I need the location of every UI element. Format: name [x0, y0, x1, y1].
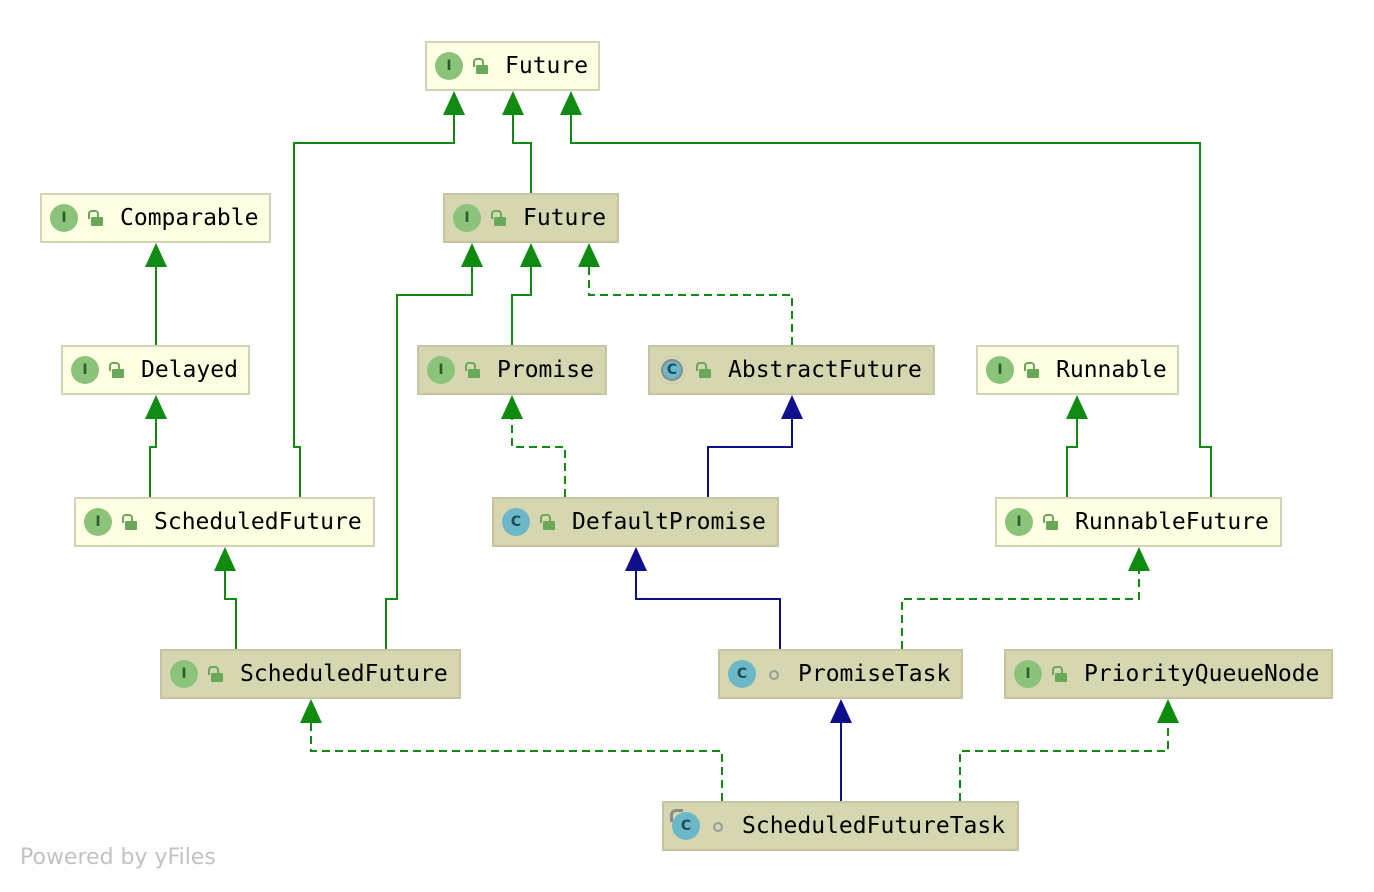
scheduled-future-task-node[interactable]: C ScheduledFutureTask [662, 801, 1019, 851]
interface-icon: I [170, 660, 198, 688]
interface-icon: I [50, 204, 78, 232]
future-jdk-node[interactable]: I Future [425, 41, 600, 91]
arrowhead [1066, 395, 1088, 419]
public-lock-icon [471, 56, 491, 76]
interface-icon: I [1014, 660, 1042, 688]
arrowhead [1157, 699, 1179, 723]
arrowhead [1128, 547, 1150, 571]
edge-promise-to-future_netty [511, 265, 532, 345]
arrowhead [520, 243, 542, 267]
final-class-icon: C [670, 809, 700, 840]
node-label: Comparable [120, 205, 259, 231]
promise-task-node[interactable]: C PromiseTask [718, 649, 963, 699]
class-icon: C [502, 508, 530, 536]
arrowhead [781, 395, 803, 419]
node-label: AbstractFuture [728, 357, 922, 383]
public-lock-icon [694, 360, 714, 380]
interface-icon: I [84, 508, 112, 536]
public-lock-icon [86, 208, 106, 228]
node-label: Delayed [141, 357, 238, 383]
public-lock-icon [120, 512, 140, 532]
edge-scheduled_future_jdk-to-delayed [149, 417, 157, 497]
scheduled-future-jdk-node[interactable]: I ScheduledFuture [74, 497, 375, 547]
node-label: Future [523, 205, 607, 231]
class-icon: C [728, 660, 756, 688]
public-lock-icon [1050, 664, 1070, 684]
arrowhead [578, 243, 600, 267]
abstract-class-icon: C [658, 356, 686, 384]
node-label: ScheduledFuture [240, 661, 448, 687]
arrowhead [443, 91, 465, 115]
arrowhead [461, 243, 483, 267]
promise-node[interactable]: I Promise [417, 345, 607, 395]
interface-icon: I [71, 356, 99, 384]
interface-icon: I [427, 356, 455, 384]
node-label: DefaultPromise [572, 509, 766, 535]
public-lock-icon [489, 208, 509, 228]
delayed-node[interactable]: I Delayed [61, 345, 250, 395]
node-label: RunnableFuture [1075, 509, 1269, 535]
edge-scheduled_future_netty-to-future_netty [385, 265, 473, 649]
default-promise-node[interactable]: C DefaultPromise [492, 497, 779, 547]
edge-scheduled_future_task-to-scheduled_future_netty [310, 721, 723, 801]
edge-runnable_future-to-runnable [1066, 417, 1078, 497]
comparable-node[interactable]: I Comparable [40, 193, 271, 243]
arrowhead [560, 91, 582, 115]
arrowhead [830, 699, 852, 723]
future-netty-node[interactable]: I Future [443, 193, 619, 243]
node-label: Promise [497, 357, 594, 383]
interface-icon: I [435, 52, 463, 80]
arrowhead [501, 395, 523, 419]
runnable-future-node[interactable]: I RunnableFuture [995, 497, 1282, 547]
edge-promise_task-to-runnable_future [901, 569, 1140, 649]
public-lock-icon [463, 360, 483, 380]
arrowhead [145, 243, 167, 267]
arrowhead [145, 395, 167, 419]
arrowhead [214, 547, 236, 571]
public-lock-icon [1022, 360, 1042, 380]
scheduled-future-netty-node[interactable]: I ScheduledFuture [160, 649, 461, 699]
edge-abstract_future-to-future_netty [588, 265, 793, 345]
interface-icon: I [453, 204, 481, 232]
abstract-future-node[interactable]: C AbstractFuture [648, 345, 935, 395]
edge-promise_task-to-default_promise [635, 569, 781, 649]
public-lock-icon [538, 512, 558, 532]
runnable-node[interactable]: I Runnable [976, 345, 1179, 395]
edge-future_netty-to-future_jdk [512, 113, 532, 193]
node-label: PromiseTask [798, 661, 951, 687]
node-label: ScheduledFutureTask [742, 813, 1006, 839]
node-label: ScheduledFuture [154, 509, 362, 535]
arrowhead [502, 91, 524, 115]
arrowhead [625, 547, 647, 571]
edge-scheduled_future_jdk-to-future_jdk [293, 113, 455, 497]
interface-icon: I [986, 356, 1014, 384]
edge-runnable_future-to-future_jdk [570, 113, 1212, 497]
edge-default_promise-to-promise [511, 417, 566, 497]
public-lock-icon [107, 360, 127, 380]
node-label: Future [505, 53, 589, 79]
edge-default_promise-to-abstract_future [707, 417, 793, 497]
priority-queue-node-node[interactable]: I PriorityQueueNode [1004, 649, 1333, 699]
edge-scheduled_future_netty-to-scheduled_future_jdk [224, 569, 237, 649]
node-label: PriorityQueueNode [1084, 661, 1320, 687]
public-lock-icon [1041, 512, 1061, 532]
public-lock-icon [206, 664, 226, 684]
package-private-icon [708, 816, 728, 836]
node-label: Runnable [1056, 357, 1167, 383]
edge-scheduled_future_task-to-priority_queue_node [959, 721, 1169, 801]
arrowhead [300, 699, 322, 723]
powered-by-footer: Powered by yFiles [20, 845, 216, 870]
package-private-icon [764, 664, 784, 684]
interface-icon: I [1005, 508, 1033, 536]
